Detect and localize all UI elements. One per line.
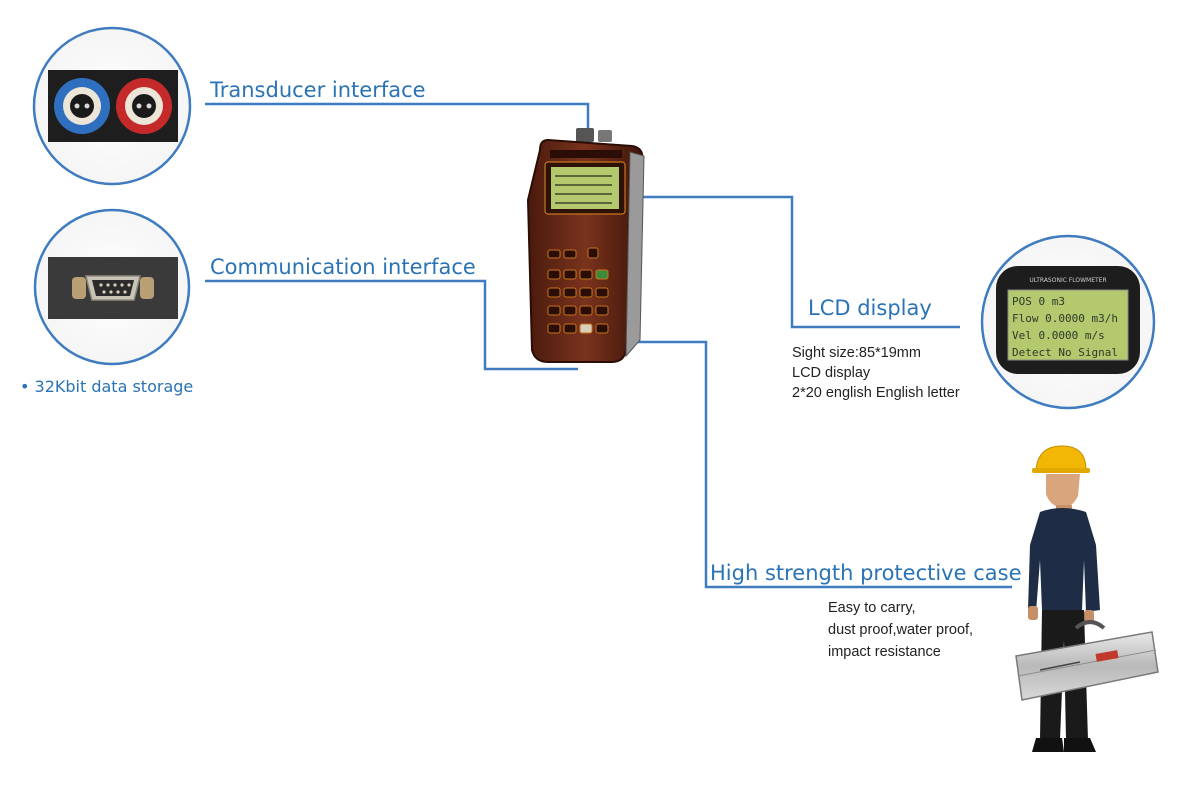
- protective-case-icon: [1015, 620, 1159, 701]
- worker-with-case: [1015, 445, 1159, 752]
- case-desc-line-2: dust proof,water proof,: [828, 622, 974, 638]
- case-desc-line-1: Easy to carry,: [828, 600, 916, 616]
- transducer-interface-label: Transducer interface: [210, 78, 426, 102]
- lcd-lens: ULTRASONIC FLOWMETER POS 0 m3 Flow 0.000…: [980, 234, 1156, 410]
- keypad: [547, 247, 609, 334]
- transducer-lens: [32, 26, 192, 186]
- lcd-desc-line-1: Sight size:85*19mm: [792, 345, 921, 361]
- lcd-display-label: LCD display: [808, 296, 932, 320]
- lcd-screen-line-4: Detect No Signal: [1012, 346, 1118, 359]
- data-storage-note: • 32Kbit data storage: [20, 377, 194, 396]
- helmet-icon: [1032, 445, 1090, 473]
- lcd-desc-line-3: 2*20 english English letter: [792, 385, 960, 401]
- lcd-screen-line-1: POS 0 m3: [1012, 295, 1065, 308]
- communication-interface-label: Communication interface: [210, 255, 476, 279]
- svg-text:ULTRASONIC FLOWMETER: ULTRASONIC FLOWMETER: [1029, 277, 1106, 284]
- case-desc-line-3: impact resistance: [828, 644, 941, 660]
- red-connector-icon: [116, 78, 172, 134]
- lcd-description: Sight size:85*19mm LCD display 2*20 engl…: [792, 343, 960, 403]
- lcd-screen-line-2: Flow 0.0000 m3/h: [1012, 312, 1118, 325]
- device-screen-lines: [555, 175, 612, 204]
- case-line: [622, 340, 1012, 589]
- transducer-line: [205, 102, 590, 140]
- serial-port-icon: [72, 275, 154, 301]
- protective-case-label: High strength protective case: [710, 561, 1022, 585]
- lcd-desc-line-2: LCD display: [792, 365, 871, 381]
- flowmeter-device: [526, 128, 645, 363]
- lcd-screen-line-3: Vel 0.0000 m/s: [1012, 329, 1105, 342]
- communication-lens: [33, 208, 191, 366]
- communication-line: [205, 279, 578, 371]
- blue-connector-icon: [54, 78, 110, 134]
- data-storage-text: 32Kbit data storage: [34, 377, 194, 396]
- lcd-line: [620, 195, 960, 329]
- case-description: Easy to carry, dust proof,water proof, i…: [828, 597, 973, 663]
